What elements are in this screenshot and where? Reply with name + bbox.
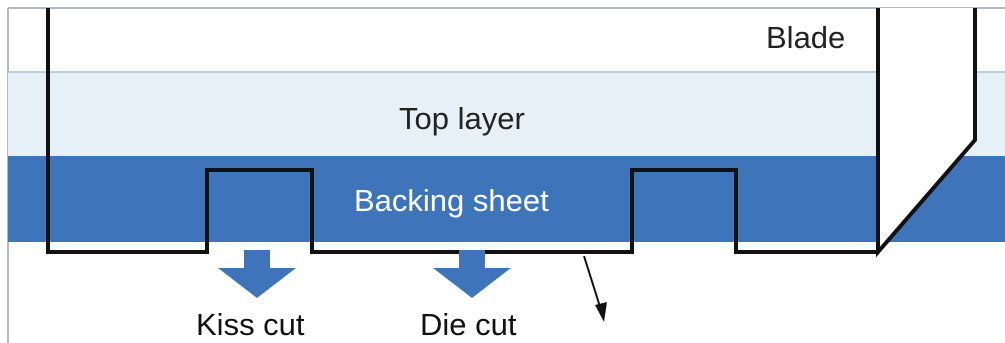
- pointer-arrow-head-icon: [595, 302, 607, 322]
- die-cut-label: Die cut: [420, 307, 517, 342]
- top-layer-band: [8, 72, 1005, 156]
- die-cut-arrow-icon: [433, 250, 511, 298]
- kiss-cut-label: Kiss cut: [196, 307, 305, 342]
- cut-profile-line: [46, 8, 878, 254]
- kiss-cut-arrow-icon: [218, 250, 296, 298]
- backing-sheet-label: Backing sheet: [354, 183, 549, 218]
- blade-body: [878, 8, 975, 252]
- top-layer-label: Top layer: [399, 101, 525, 136]
- backing-sheet-band: [8, 156, 1005, 242]
- blade-label: Blade: [766, 20, 846, 55]
- pointer-arrow-line: [583, 255, 602, 311]
- blade-outline: [876, 8, 977, 258]
